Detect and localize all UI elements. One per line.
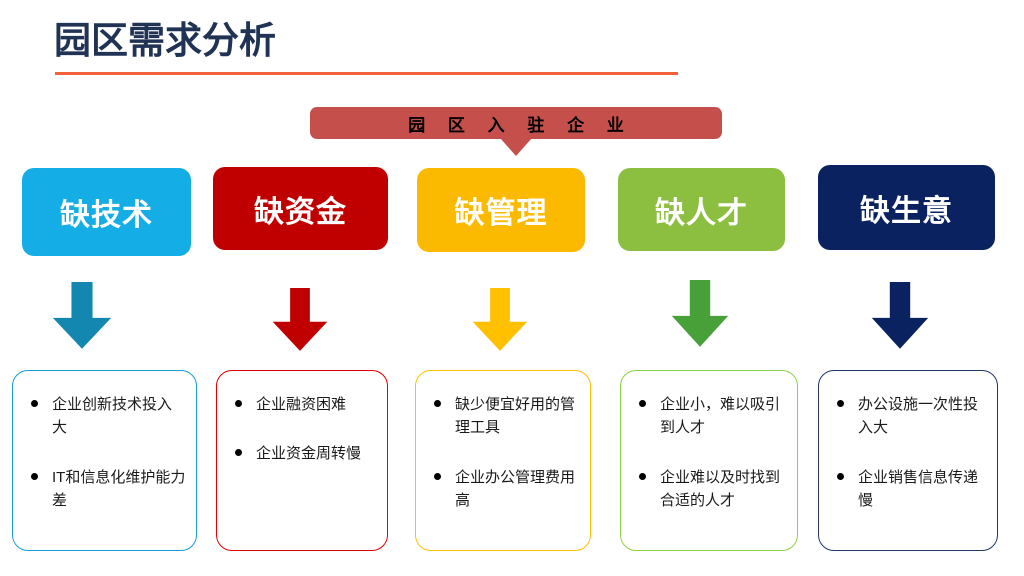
source-banner-label: 园 区 入 驻 企 业 xyxy=(408,115,633,135)
category-card-tech[interactable]: 缺技术 xyxy=(22,168,191,256)
category-cards-row: 缺技术 缺资金 缺管理 缺人才 缺生意 xyxy=(0,160,1024,260)
bullet-text: 缺少便宜好用的管理工具 xyxy=(455,396,576,437)
bullet-dot-icon xyxy=(639,472,646,480)
list-item: 企业难以及时找到合适的人才 xyxy=(633,466,787,513)
needs-bullet-list: 办公设施一次性投入大企业销售信息传递慢 xyxy=(831,393,987,512)
needs-box-talent: 企业小，难以吸引到人才企业难以及时找到合适的人才 xyxy=(620,370,798,551)
list-item: 企业资金周转慢 xyxy=(229,442,377,465)
down-arrow-icon-tech xyxy=(51,282,113,350)
category-card-label: 缺技术 xyxy=(60,199,153,232)
bullet-text: 企业融资困难 xyxy=(256,396,347,413)
bullet-text: 企业难以及时找到合适的人才 xyxy=(660,468,781,509)
needs-box-business: 办公设施一次性投入大企业销售信息传递慢 xyxy=(818,370,998,551)
category-card-label: 缺管理 xyxy=(454,197,548,230)
bullet-text: 企业创新技术投入大 xyxy=(52,396,173,437)
category-card-management[interactable]: 缺管理 xyxy=(417,168,585,252)
needs-box-tech: 企业创新技术投入大 IT和信息化维护能力差 xyxy=(12,370,197,551)
down-arrow-icon-funds xyxy=(271,288,329,352)
category-card-funds[interactable]: 缺资金 xyxy=(213,167,388,250)
bullet-dot-icon xyxy=(837,472,844,480)
needs-bullet-list: 企业创新技术投入大 IT和信息化维护能力差 xyxy=(25,393,186,512)
bullet-text: IT和信息化维护能力差 xyxy=(52,468,186,509)
needs-bullet-list: 缺少便宜好用的管理工具企业办公管理费用高 xyxy=(428,393,580,512)
bullet-dot-icon xyxy=(434,400,441,407)
list-item: IT和信息化维护能力差 xyxy=(25,466,186,513)
list-item: 企业销售信息传递慢 xyxy=(831,466,987,513)
bullet-text: 企业销售信息传递慢 xyxy=(858,468,979,509)
down-arrow-icon-management xyxy=(471,288,529,352)
list-item: 企业融资困难 xyxy=(229,393,377,416)
bullet-dot-icon xyxy=(31,472,38,480)
bullet-text: 企业办公管理费用高 xyxy=(455,468,576,509)
category-card-talent[interactable]: 缺人才 xyxy=(618,168,785,251)
source-banner-body: 园 区 入 驻 企 业 xyxy=(310,107,722,139)
bullet-dot-icon xyxy=(235,400,242,407)
category-card-business[interactable]: 缺生意 xyxy=(818,165,995,250)
needs-bullet-list: 企业融资困难企业资金周转慢 xyxy=(229,393,377,466)
page-title: 园区需求分析 xyxy=(54,20,276,61)
bullet-text: 办公设施一次性投入大 xyxy=(858,396,979,437)
bullet-dot-icon xyxy=(837,400,844,407)
category-card-label: 缺人才 xyxy=(655,196,748,230)
down-arrow-icon-talent xyxy=(670,280,730,348)
bullet-dot-icon xyxy=(235,449,242,457)
bullet-text: 企业小，难以吸引到人才 xyxy=(660,396,781,437)
list-item: 企业办公管理费用高 xyxy=(428,466,580,513)
category-card-label: 缺资金 xyxy=(254,195,347,229)
category-card-label: 缺生意 xyxy=(860,194,953,228)
source-banner: 园 区 入 驻 企 业 xyxy=(310,107,722,156)
bullet-dot-icon xyxy=(639,400,646,407)
bullet-dot-icon xyxy=(31,400,38,407)
bullet-text: 企业资金周转慢 xyxy=(256,445,362,463)
list-item: 企业创新技术投入大 xyxy=(25,393,186,440)
needs-bullet-list: 企业小，难以吸引到人才企业难以及时找到合适的人才 xyxy=(633,393,787,512)
needs-box-funds: 企业融资困难企业资金周转慢 xyxy=(216,370,388,551)
list-item: 办公设施一次性投入大 xyxy=(831,393,987,440)
down-arrow-icon-business xyxy=(870,282,930,350)
banner-down-pointer-icon xyxy=(500,138,532,156)
needs-box-management: 缺少便宜好用的管理工具企业办公管理费用高 xyxy=(415,370,591,551)
title-underline-rule xyxy=(55,72,678,75)
list-item: 缺少便宜好用的管理工具 xyxy=(428,393,580,440)
list-item: 企业小，难以吸引到人才 xyxy=(633,393,787,440)
bullet-dot-icon xyxy=(434,472,441,480)
